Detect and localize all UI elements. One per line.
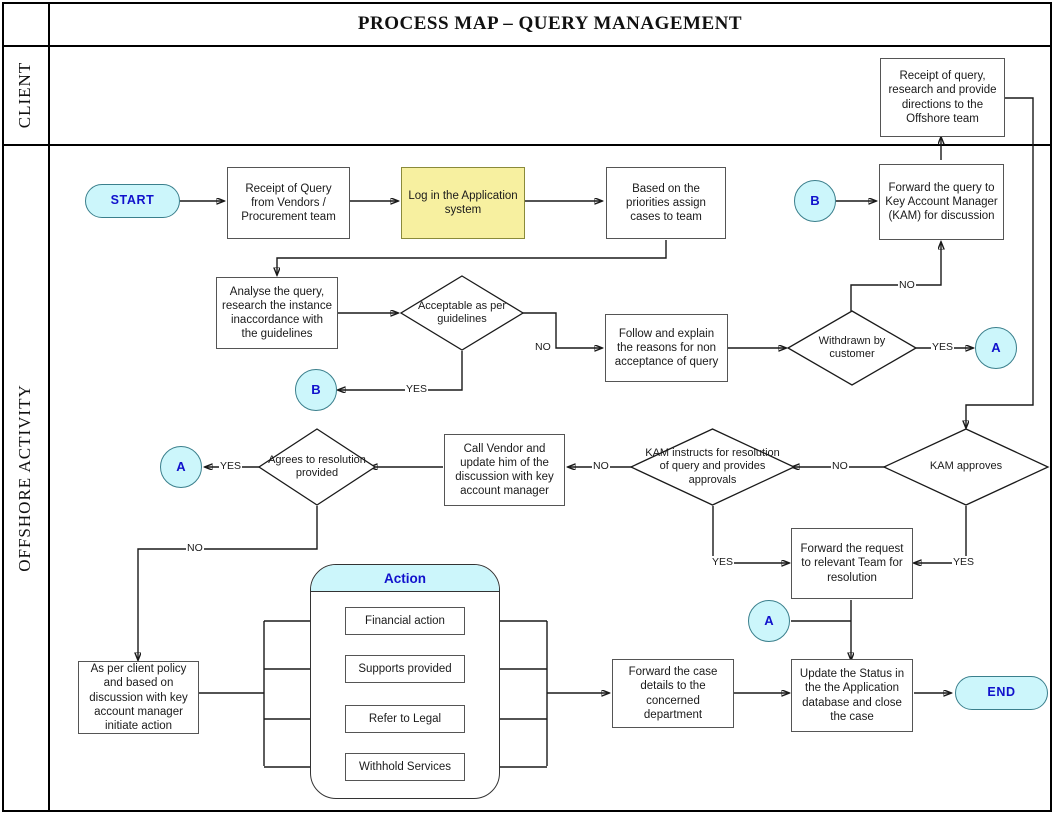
node-update-status[interactable]: Update the Status in the the Application… (791, 659, 913, 732)
connector-a-bottom[interactable]: A (748, 600, 790, 642)
decision-agrees-resolution[interactable]: Agrees to resolution provided (257, 428, 377, 506)
action-group-title-label: Action (384, 570, 426, 586)
action-item-withhold[interactable]: Withhold Services (345, 753, 465, 781)
edge-label-kam-approves-no: NO (831, 460, 849, 472)
node-forward-case[interactable]: Forward the case details to the concerne… (612, 659, 734, 728)
connector-b-left[interactable]: B (295, 369, 337, 411)
node-end[interactable]: END (955, 676, 1048, 710)
connector-a-mid[interactable]: A (160, 446, 202, 488)
node-client-receipt[interactable]: Receipt of query, research and provide d… (880, 58, 1005, 137)
node-client-receipt-label: Receipt of query, research and provide d… (888, 70, 997, 125)
decision-withdrawn[interactable]: Withdrawn by customer (786, 310, 918, 386)
action-item-legal[interactable]: Refer to Legal (345, 705, 465, 733)
connector-b-right-label: B (810, 193, 820, 209)
action-item-supports-label: Supports provided (358, 662, 452, 675)
node-receipt-query[interactable]: Receipt of Query from Vendors / Procurem… (227, 167, 350, 239)
client-offshore-divider (2, 144, 1052, 146)
node-forward-case-label: Forward the case details to the concerne… (628, 666, 718, 721)
node-follow-explain-label: Follow and explain the reasons for non a… (614, 327, 719, 368)
node-client-policy[interactable]: As per client policy and based on discus… (78, 661, 199, 734)
lane-label-client: CLIENT (2, 45, 48, 144)
edge-label-agrees-no: NO (186, 542, 204, 554)
decision-kam-instructs-label: KAM instructs for resolution of query an… (645, 447, 780, 486)
decision-withdrawn-label: Withdrawn by customer (818, 334, 886, 360)
decision-acceptable-label: Acceptable as per guidelines (417, 299, 507, 325)
node-receipt-query-label: Receipt of Query from Vendors / Procurem… (241, 182, 336, 223)
node-forward-kam[interactable]: Forward the query to Key Account Manager… (879, 164, 1004, 240)
decision-kam-instructs[interactable]: KAM instructs for resolution of query an… (629, 428, 796, 506)
node-call-vendor[interactable]: Call Vendor and update him of the discus… (444, 434, 565, 506)
decision-acceptable[interactable]: Acceptable as per guidelines (399, 275, 525, 351)
decision-kam-approves-label: KAM approves (929, 460, 1003, 473)
node-forward-request-label: Forward the request to relevant Team for… (800, 543, 904, 584)
node-update-status-label: Update the Status in the the Application… (799, 668, 905, 723)
lane-label-offshore: OFFSHORE ACTIVITY (2, 144, 48, 812)
node-login-app[interactable]: Log in the Application system (401, 167, 525, 239)
lane-label-offshore-text: OFFSHORE ACTIVITY (15, 384, 34, 572)
connector-a-bottom-label: A (764, 613, 774, 629)
node-start[interactable]: START (85, 184, 180, 218)
node-login-app-label: Log in the Application system (408, 189, 518, 216)
node-assign-cases-label: Based on the priorities assign cases to … (626, 182, 706, 223)
action-item-withhold-label: Withhold Services (358, 760, 452, 773)
node-forward-request[interactable]: Forward the request to relevant Team for… (791, 528, 913, 599)
lane-label-divider (48, 2, 50, 812)
connector-a-top[interactable]: A (975, 327, 1017, 369)
node-client-policy-label: As per client policy and based on discus… (89, 663, 188, 732)
action-item-financial[interactable]: Financial action (345, 607, 465, 635)
edge-label-kam-instructs-yes: YES (711, 556, 735, 568)
title-divider (2, 45, 1052, 47)
node-analyse-query[interactable]: Analyse the query, research the instance… (216, 277, 338, 349)
edge-label-kam-instructs-no: NO (592, 460, 610, 472)
edge-label-withdrawn-yes: YES (931, 341, 955, 353)
page-title: PROCESS MAP – QUERY MANAGEMENT (48, 2, 1052, 45)
connector-b-right[interactable]: B (794, 180, 836, 222)
connector-a-top-label: A (991, 340, 1001, 356)
edge-label-acceptable-yes: YES (405, 383, 429, 395)
action-item-financial-label: Financial action (365, 614, 445, 627)
decision-kam-approves[interactable]: KAM approves (882, 428, 1050, 506)
action-item-supports[interactable]: Supports provided (345, 655, 465, 683)
lane-label-client-text: CLIENT (15, 61, 34, 128)
edge-label-withdrawn-no: NO (898, 279, 916, 291)
node-assign-cases[interactable]: Based on the priorities assign cases to … (606, 167, 726, 239)
node-follow-explain[interactable]: Follow and explain the reasons for non a… (605, 314, 728, 382)
action-group-title: Action (311, 565, 499, 592)
edge-label-kam-approves-yes: YES (952, 556, 976, 568)
connector-b-left-label: B (311, 382, 321, 398)
edge-label-acceptable-no: NO (534, 341, 552, 353)
node-end-label: END (987, 685, 1016, 700)
page-title-text: PROCESS MAP – QUERY MANAGEMENT (357, 12, 743, 34)
action-item-legal-label: Refer to Legal (368, 712, 442, 725)
connector-a-mid-label: A (176, 459, 186, 475)
edge-label-agrees-yes: YES (219, 460, 243, 472)
node-start-label: START (110, 193, 155, 208)
node-forward-kam-label: Forward the query to Key Account Manager… (885, 181, 998, 222)
node-analyse-query-label: Analyse the query, research the instance… (222, 285, 332, 341)
decision-agrees-resolution-label: Agrees to resolution provided (268, 453, 366, 479)
node-call-vendor-label: Call Vendor and update him of the discus… (455, 442, 554, 498)
